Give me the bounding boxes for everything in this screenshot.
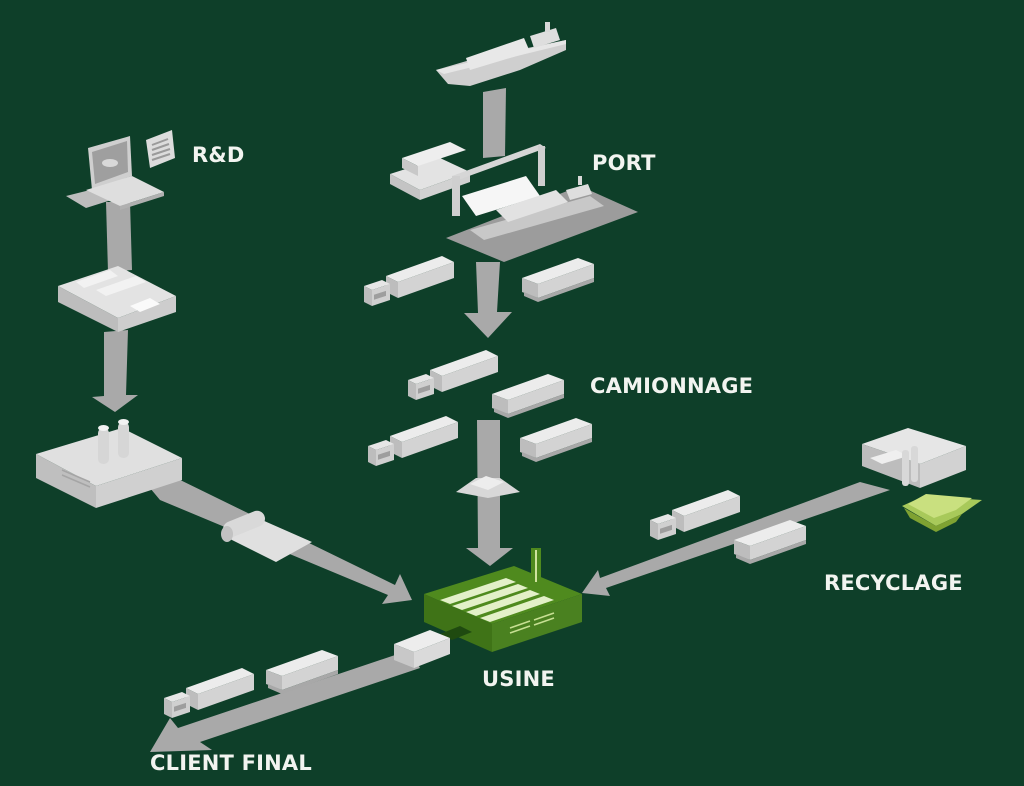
- arrow-port-to-trucking: [464, 262, 512, 338]
- label-port: PORT: [592, 151, 656, 175]
- truck-icon: [408, 350, 498, 400]
- label-client: CLIENT FINAL: [150, 751, 312, 775]
- label-recycling: RECYCLAGE: [824, 571, 963, 595]
- prototype-workshop-icon: [58, 266, 176, 332]
- supplier-factory-icon: [36, 419, 182, 508]
- label-rnd: R&D: [192, 143, 245, 167]
- arrow-recycling-to-plant: [582, 482, 890, 596]
- rnd-laptop-icon: [66, 136, 164, 210]
- port-dock-icon: [390, 142, 638, 262]
- recycling-plant-icon: [862, 428, 966, 488]
- label-trucking: CAMIONNAGE: [590, 374, 754, 398]
- arrow-workshop-to-supplier: [92, 330, 138, 412]
- truck-icon: [368, 416, 458, 466]
- trailer-icon: [492, 374, 564, 418]
- plant-factory-icon: [424, 548, 582, 652]
- label-plant: USINE: [482, 667, 555, 691]
- raw-material-pile-icon: [456, 476, 520, 498]
- material-roll-icon: [221, 510, 312, 562]
- recycling-skip-icon: [902, 494, 982, 532]
- cargo-ship-icon: [436, 22, 566, 86]
- packed-goods-icon: [394, 630, 450, 668]
- arrow-ship-to-port: [483, 88, 506, 158]
- arrow-plant-to-client: [150, 650, 420, 752]
- truck-icon: [364, 256, 454, 306]
- rnd-document-icon: [146, 130, 175, 168]
- trailer-icon: [520, 418, 592, 462]
- arrow-rnd-to-workshop: [106, 202, 132, 272]
- trailer-icon: [522, 258, 594, 302]
